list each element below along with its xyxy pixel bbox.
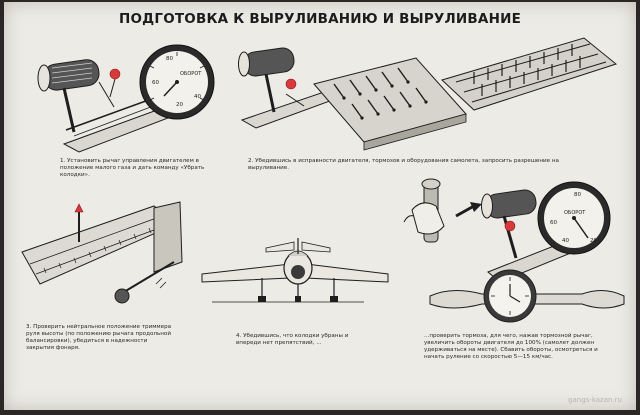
tachometer-gauge-2: ОБОРОТ 80 60 40 20 (537, 181, 611, 255)
svg-text:60: 60 (550, 220, 557, 226)
red-indicator-knob (285, 78, 297, 90)
red-trim-indicator (74, 203, 84, 213)
aircraft-illustration (201, 238, 389, 303)
svg-text:80: 80 (574, 192, 581, 198)
red-indicator-knob (504, 220, 516, 232)
hand-brake-illustration (403, 178, 482, 243)
red-indicator-knob (109, 68, 121, 80)
throttle-illustration-3 (481, 189, 580, 283)
caption-step-1: 1. Установить рычаг управления двигателе… (60, 158, 205, 178)
svg-text:ОБОРОТ: ОБОРОТ (180, 71, 202, 77)
switch-panel-illustration (313, 57, 467, 151)
caption-step-5: ...проверить тормоза, для чего, нажав то… (424, 333, 598, 360)
svg-text:40: 40 (194, 94, 201, 100)
svg-text:20: 20 (176, 102, 183, 108)
tachometer-gauge-1: ОБОРОТ 80 60 40 20 (139, 44, 215, 120)
caption-step-3: 3. Проверить нейтральное положение тримм… (26, 324, 172, 351)
caption-step-2: 2. Убедившись в исправности двигателя, т… (248, 158, 559, 171)
poster-title: ПОДГОТОВКА К ВЫРУЛИВАНИЮ И ВЫРУЛИВАНИЕ (119, 11, 521, 27)
svg-text:ОБОРОТ: ОБОРОТ (564, 210, 586, 216)
svg-text:40: 40 (562, 238, 569, 244)
throttle-illustration-2 (238, 47, 340, 129)
brake-pressure-clock-illustration (429, 269, 625, 323)
poster-sheet: ПОДГОТОВКА К ВЫРУЛИВАНИЮ И ВЫРУЛИВАНИЕ (4, 2, 636, 410)
svg-text:80: 80 (166, 56, 173, 62)
trim-lever-illustration (21, 201, 183, 304)
caption-step-4: 4. Убедившись, что колодки убраны и впер… (236, 333, 349, 346)
svg-text:60: 60 (152, 80, 159, 86)
watermark: gangs-kazan.ru (568, 396, 622, 404)
circuit-breaker-panel-illustration (441, 37, 618, 111)
svg-text:20: 20 (590, 238, 597, 244)
illustrations: ОБОРОТ 80 60 40 20 (21, 37, 625, 323)
